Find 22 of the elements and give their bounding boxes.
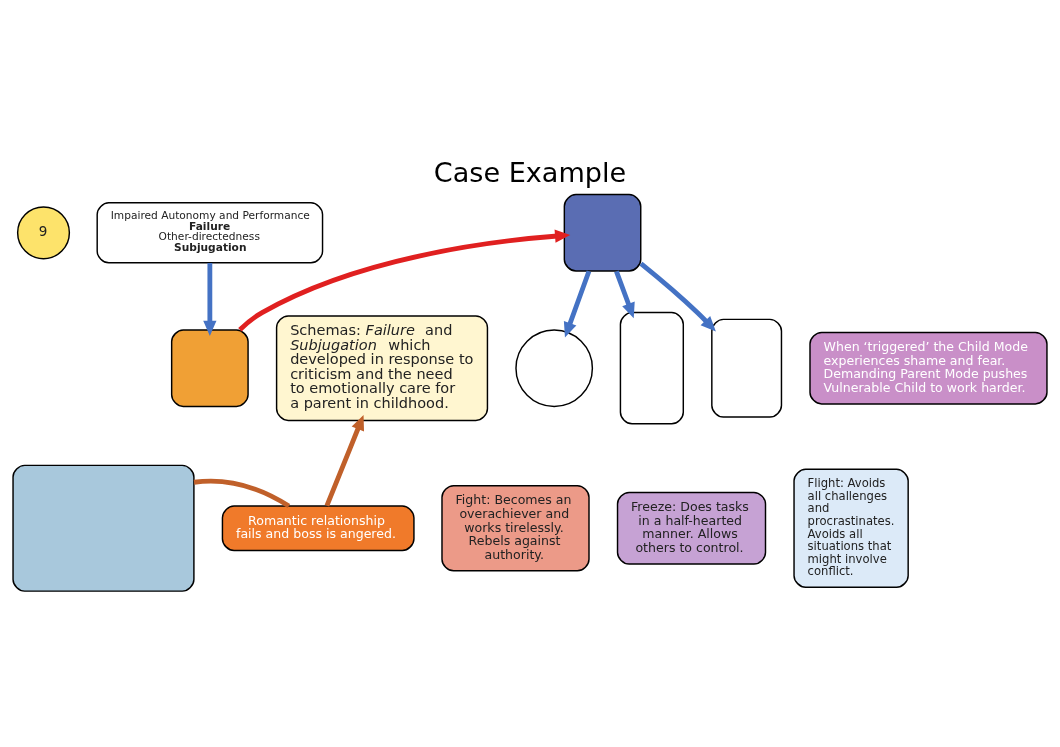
node-box: Fight: Becomes an overachiever and works tirelessly. Rebels against authority. bbox=[441, 484, 590, 572]
arrow bbox=[563, 269, 592, 337]
node-box: Flight: Avoids all challenges and procrastinates. Avoids all situations that might involve conflict. bbox=[793, 468, 909, 588]
node-box: Romantic relationship fails and boss is angered. bbox=[221, 504, 415, 551]
node-box: Impaired Autonomy and Performance Failure Other-directedness Subjugation bbox=[96, 201, 324, 263]
node-box: Schemas: Failure and Subjugation which developed in response to criticism and the need to emotionally care for a parent in childhood. bbox=[275, 314, 489, 421]
node-box: Freeze: Does tasks in a half-hearted manner. Allows others to control. bbox=[616, 491, 767, 565]
node-box bbox=[619, 311, 685, 425]
node-box bbox=[563, 193, 642, 272]
connector bbox=[193, 478, 291, 508]
node-box bbox=[170, 328, 249, 407]
arrow bbox=[324, 414, 365, 507]
arrow bbox=[614, 269, 635, 318]
arrow bbox=[203, 262, 217, 336]
node-circle: 9 bbox=[16, 205, 71, 259]
node-box: When ‘triggered’ the Child Mode experiences shame and fear. Demanding Parent Mode pushes Vulnerable Child to work harder. bbox=[809, 331, 1048, 405]
node-circle bbox=[515, 328, 594, 407]
node-box bbox=[711, 318, 783, 418]
diagram-title: Case Example bbox=[433, 156, 627, 188]
node-box bbox=[12, 464, 195, 592]
arrow bbox=[639, 261, 716, 332]
arrow bbox=[238, 229, 571, 332]
